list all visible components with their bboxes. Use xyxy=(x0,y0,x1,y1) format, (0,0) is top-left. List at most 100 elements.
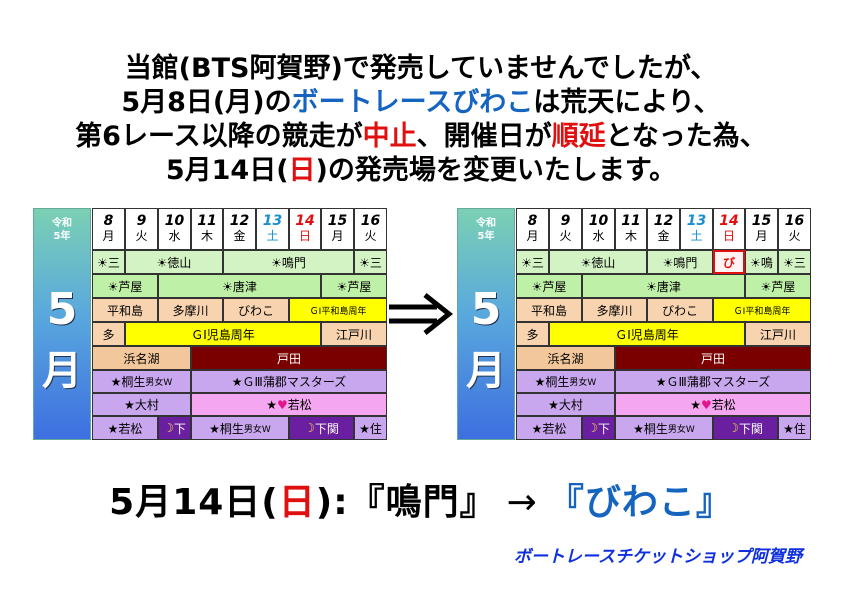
weekday: 月 xyxy=(526,229,539,243)
weekday: 火 xyxy=(135,229,148,243)
race-cell: ☀鳴門 xyxy=(223,250,354,274)
heart-icon: ♥ xyxy=(700,397,712,412)
race-cell: ＧⅠ児島周年 xyxy=(125,322,321,346)
date-number: 16 xyxy=(360,213,381,229)
race-cell: ＧⅠ平和島周年 xyxy=(713,298,811,322)
date-number: 15 xyxy=(327,213,348,229)
race-cell: ＧⅠ児島周年 xyxy=(549,322,745,346)
weekday: 木 xyxy=(200,229,213,243)
month-sidebar: 令和 5年 5 月 xyxy=(33,208,91,440)
headline-text: 5月8日(月)の xyxy=(121,87,292,118)
date-number: 14 xyxy=(719,213,739,229)
race-name: ★桐生 xyxy=(633,421,668,436)
weekday: 金 xyxy=(657,229,670,243)
month-number: 5 xyxy=(46,284,78,335)
race-cell: ☽下 xyxy=(158,416,191,440)
date-number: 10 xyxy=(588,213,609,229)
date-number: 8 xyxy=(103,213,114,229)
race-cell: ☀三 xyxy=(354,250,387,274)
race-cell: ☀徳山 xyxy=(549,250,647,274)
month-kanji: 月 xyxy=(466,348,506,394)
heart-icon: ♥ xyxy=(276,397,288,412)
result-from-venue: 『鳴門』 xyxy=(348,482,497,523)
race-cell: ☽下 xyxy=(582,416,615,440)
weekday: 月 xyxy=(755,229,768,243)
race-cell: ★桐生男女W xyxy=(92,370,191,393)
race-cell: 多 xyxy=(92,322,125,346)
race-suffix: 男女W xyxy=(243,424,271,435)
race-suffix: 男女W xyxy=(145,378,173,388)
date-number: 13 xyxy=(686,213,707,229)
moon-icon: ☽ xyxy=(728,421,739,435)
race-cell: ★若松 xyxy=(92,416,158,440)
race-cell: ★♥若松 xyxy=(615,393,811,416)
headline-text: 5月14日( xyxy=(165,155,289,186)
weekday: 火 xyxy=(788,229,801,243)
moon-icon: ☽ xyxy=(304,421,315,435)
race-cell: 多 xyxy=(516,322,549,346)
headline-text: 、開催日が xyxy=(416,121,552,152)
weekday: 日 xyxy=(298,229,311,243)
result-sunday: 日 xyxy=(278,482,316,523)
date-number: 9 xyxy=(136,213,147,229)
race-name: 下関 xyxy=(738,421,763,436)
sunday-text: 日 xyxy=(288,155,316,186)
headline-text: となった為、 xyxy=(605,121,767,152)
date-number: 12 xyxy=(229,213,250,229)
headline-line-4: 5月14日(日)の発売場を変更いたします。 xyxy=(0,154,842,188)
right-arrow-icon: → xyxy=(506,482,538,523)
month-sidebar: 令和 5年 5 月 xyxy=(457,208,515,440)
race-suffix: 男女W xyxy=(667,424,695,435)
race-cell: ☀芦屋 xyxy=(92,274,158,298)
race-cell: ☽下関 xyxy=(289,416,354,440)
moon-icon: ☽ xyxy=(587,421,598,435)
result-line: 5月14日(日):『鳴門』→『びわこ』 xyxy=(0,473,842,525)
result-date: ): xyxy=(315,482,349,523)
race-cell: ☀芦屋 xyxy=(321,274,387,298)
era-label: 令和 5年 xyxy=(476,218,496,242)
race-cell: びわこ xyxy=(647,298,713,322)
weekday: 土 xyxy=(266,229,279,243)
date-number: 8 xyxy=(527,213,538,229)
race-cell: 江戸川 xyxy=(321,322,387,346)
result-to-venue: 『びわこ』 xyxy=(547,482,733,523)
race-name: ★桐生 xyxy=(110,375,146,389)
date-number: 9 xyxy=(560,213,571,229)
date-number: 14 xyxy=(295,213,315,229)
headline-text: は荒天により、 xyxy=(533,87,721,118)
race-cell: 戸田 xyxy=(191,346,387,370)
race-name: 下関 xyxy=(314,421,339,436)
biwako-changed-cell: び xyxy=(713,250,745,274)
postpone-text: 順延 xyxy=(551,121,606,152)
venue-biwako-text: ボートレースびわこ xyxy=(291,87,534,118)
race-cell: ☀芦屋 xyxy=(745,274,811,298)
race-name: 下 xyxy=(597,421,610,436)
race-suffix: 男女W xyxy=(569,378,597,388)
date-number: 16 xyxy=(784,213,805,229)
weekday: 火 xyxy=(364,229,377,243)
headline-text: 当館(BTS阿賀野)で発売していませんでしたが、 xyxy=(124,53,718,84)
race-cell: ★大村 xyxy=(92,393,191,416)
weekday: 金 xyxy=(233,229,246,243)
race-cell: 平和島 xyxy=(92,298,158,322)
race-cell: 多摩川 xyxy=(158,298,223,322)
weekday: 水 xyxy=(168,229,181,243)
race-cell: ★住 xyxy=(778,416,811,440)
